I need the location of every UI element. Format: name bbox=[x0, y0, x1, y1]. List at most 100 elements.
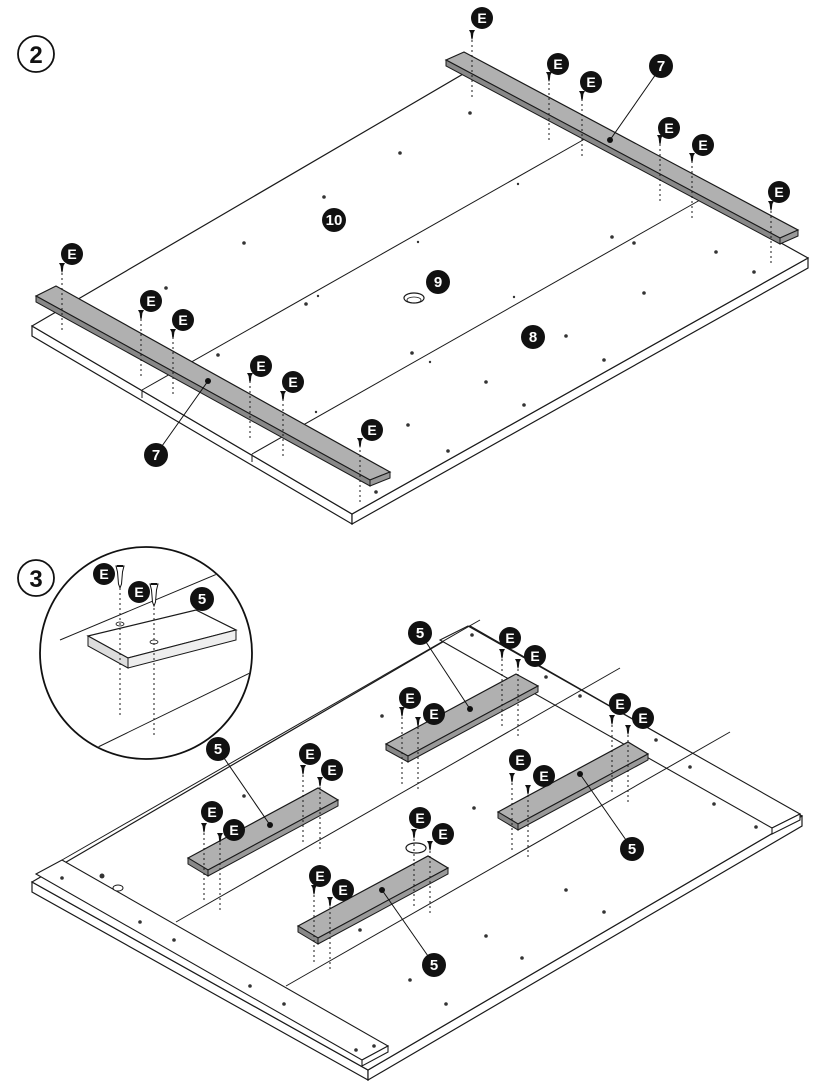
svg-text:E: E bbox=[67, 246, 76, 262]
svg-text:E: E bbox=[774, 184, 783, 200]
rail-top bbox=[444, 51, 800, 245]
panel-holes bbox=[164, 111, 756, 494]
svg-text:E: E bbox=[338, 882, 347, 898]
callout-e: E bbox=[399, 687, 421, 709]
svg-text:5: 5 bbox=[198, 591, 206, 608]
callouts-e-step-3: E E E E E E E E E E E E E E E E bbox=[201, 627, 654, 901]
screw-icon bbox=[546, 72, 552, 82]
screw-icon bbox=[149, 583, 159, 608]
svg-text:E: E bbox=[553, 56, 562, 72]
svg-text:E: E bbox=[405, 690, 414, 706]
callout-part-5: 5 bbox=[206, 737, 230, 761]
slat-right bbox=[496, 741, 650, 831]
callout-e: E bbox=[432, 823, 454, 845]
svg-text:9: 9 bbox=[434, 274, 442, 291]
svg-text:E: E bbox=[505, 630, 514, 646]
callout-e: E bbox=[632, 707, 654, 729]
detail-magnifier: E E 5 bbox=[39, 546, 253, 760]
cable-hole-step-3 bbox=[112, 842, 427, 892]
part-callouts-step-2: 7 7 10 9 8 bbox=[144, 54, 673, 467]
callout-e: E bbox=[282, 371, 304, 393]
screw-icon bbox=[689, 153, 695, 163]
screw-guide-lines-step-3 bbox=[203, 654, 629, 972]
rail-bottom bbox=[34, 285, 392, 487]
step-2-badge: 2 bbox=[17, 35, 55, 73]
screw-icon bbox=[469, 30, 475, 40]
svg-text:E: E bbox=[586, 74, 595, 90]
callout-e: E bbox=[201, 801, 223, 823]
callout-part-5: 5 bbox=[620, 837, 644, 861]
svg-text:E: E bbox=[256, 358, 265, 374]
callout-e: E bbox=[140, 290, 162, 312]
callout-e: E bbox=[509, 749, 531, 771]
svg-text:E: E bbox=[438, 826, 447, 842]
screw-icon bbox=[59, 263, 65, 273]
panel-holes-step-3 bbox=[60, 633, 758, 1052]
callout-e: E bbox=[471, 7, 493, 29]
svg-text:E: E bbox=[429, 706, 438, 722]
svg-text:E: E bbox=[305, 746, 314, 762]
callout-e: E bbox=[172, 309, 194, 331]
svg-text:E: E bbox=[207, 804, 216, 820]
frame-strips bbox=[34, 625, 802, 1067]
svg-text:E: E bbox=[99, 566, 108, 582]
step-3: 3 bbox=[17, 546, 804, 1082]
svg-text:5: 5 bbox=[430, 957, 438, 974]
svg-text:8: 8 bbox=[529, 329, 537, 346]
callout-part-5: 5 bbox=[190, 587, 214, 611]
svg-text:E: E bbox=[315, 868, 324, 884]
svg-text:E: E bbox=[638, 710, 647, 726]
callout-e: E bbox=[299, 743, 321, 765]
svg-text:5: 5 bbox=[628, 841, 636, 858]
callout-e: E bbox=[409, 807, 431, 829]
part-callouts-step-3: 5 5 5 5 bbox=[206, 621, 644, 977]
callout-part-9: 9 bbox=[426, 270, 450, 294]
callout-e: E bbox=[768, 181, 790, 203]
step-3-number: 3 bbox=[29, 566, 42, 593]
svg-text:E: E bbox=[367, 422, 376, 438]
screw-icon bbox=[115, 565, 125, 590]
svg-text:5: 5 bbox=[214, 741, 222, 758]
svg-text:E: E bbox=[477, 10, 486, 26]
callout-e: E bbox=[547, 53, 569, 75]
callout-e: E bbox=[580, 71, 602, 93]
callout-part-7-top: 7 bbox=[649, 54, 673, 78]
callout-e: E bbox=[692, 134, 714, 156]
svg-text:5: 5 bbox=[416, 625, 424, 642]
svg-text:E: E bbox=[530, 648, 539, 664]
callout-e: E bbox=[128, 581, 150, 603]
callout-part-5: 5 bbox=[422, 953, 446, 977]
svg-text:10: 10 bbox=[326, 212, 343, 229]
callout-e: E bbox=[93, 563, 115, 585]
svg-text:E: E bbox=[134, 584, 143, 600]
svg-text:E: E bbox=[539, 768, 548, 784]
callout-e: E bbox=[321, 759, 343, 781]
callout-part-5: 5 bbox=[408, 621, 432, 645]
svg-text:E: E bbox=[288, 374, 297, 390]
callout-e: E bbox=[332, 879, 354, 901]
callout-e: E bbox=[658, 117, 680, 139]
callouts-e-step-2: E E E E E E E E E E E E bbox=[61, 7, 790, 441]
svg-text:7: 7 bbox=[152, 447, 160, 464]
callout-part-7-bottom: 7 bbox=[144, 443, 168, 467]
step-3-badge: 3 bbox=[17, 559, 55, 597]
callout-e: E bbox=[499, 627, 521, 649]
screw-guide-lines bbox=[61, 40, 772, 502]
slat-left bbox=[186, 787, 340, 877]
svg-text:E: E bbox=[664, 120, 673, 136]
cable-hole bbox=[403, 292, 425, 304]
callout-e: E bbox=[609, 693, 631, 715]
callout-e: E bbox=[223, 819, 245, 841]
callout-e: E bbox=[524, 645, 546, 667]
svg-text:E: E bbox=[615, 696, 624, 712]
svg-text:7: 7 bbox=[657, 58, 665, 75]
callout-e: E bbox=[61, 243, 83, 265]
svg-text:E: E bbox=[178, 312, 187, 328]
svg-text:E: E bbox=[698, 137, 707, 153]
step-2-number: 2 bbox=[29, 42, 42, 69]
callout-e: E bbox=[423, 703, 445, 725]
callout-e: E bbox=[250, 355, 272, 377]
slat-lower-middle bbox=[296, 855, 450, 945]
